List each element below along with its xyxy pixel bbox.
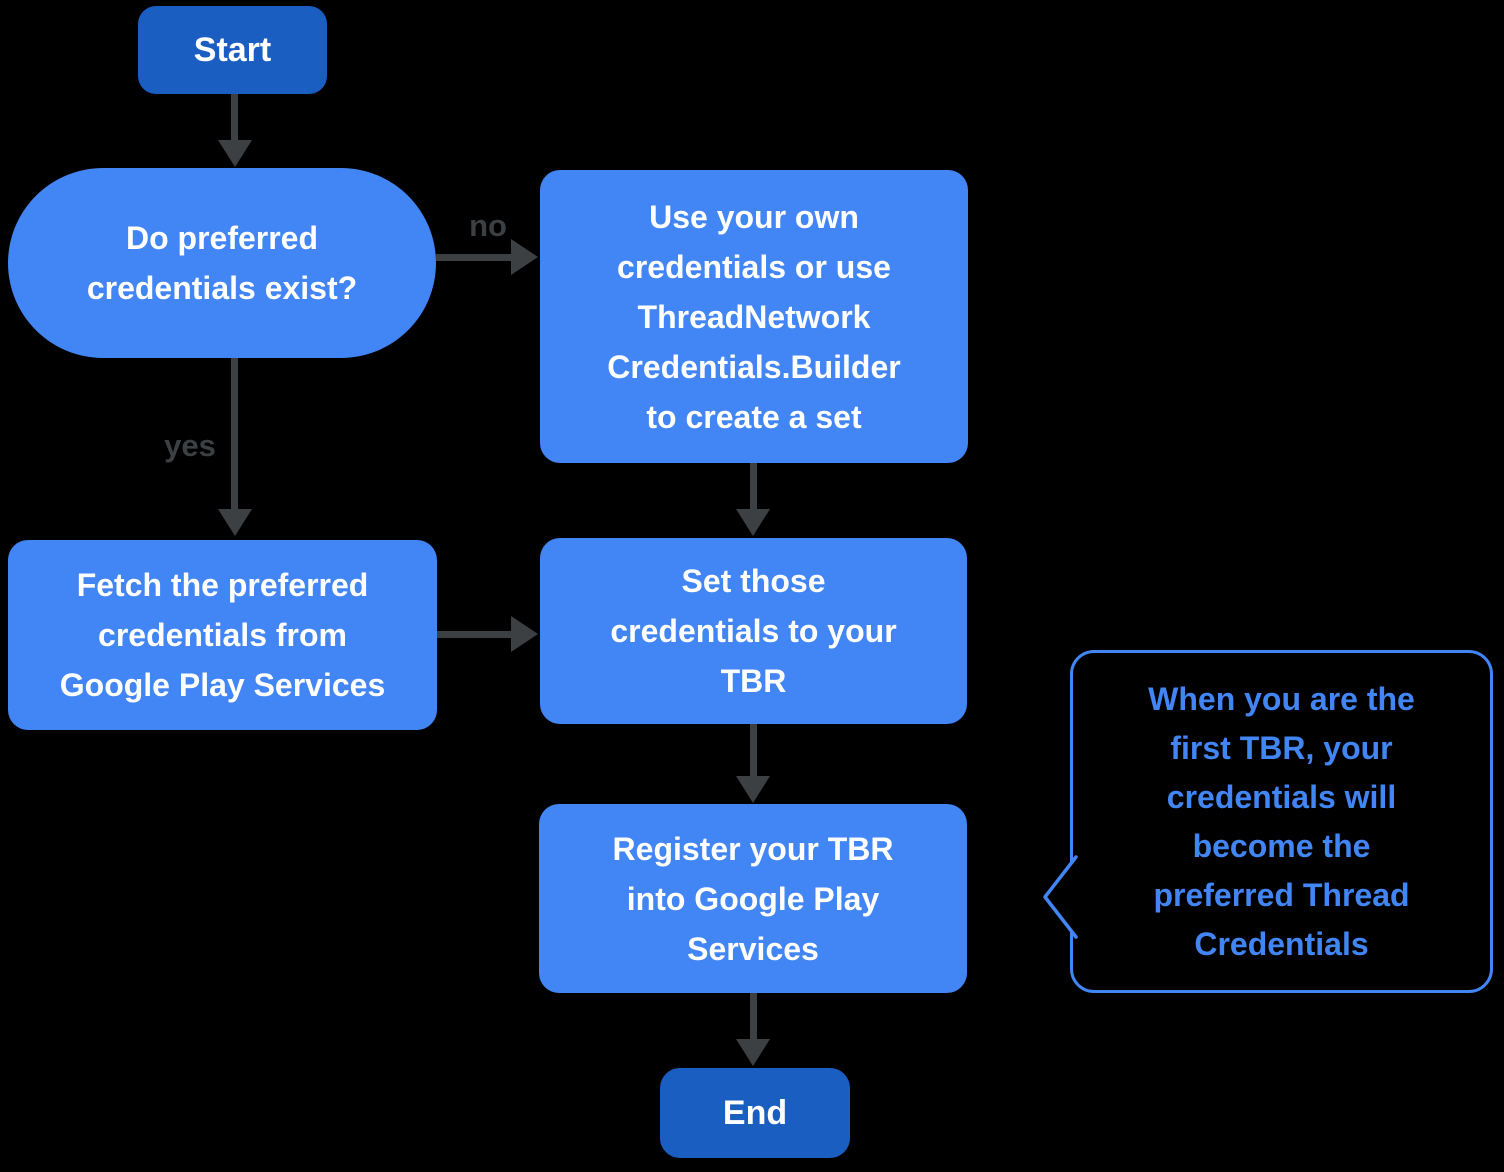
arrowhead-down-icon: [736, 1039, 770, 1066]
node-use-own-credentials: Use your own credentials or use ThreadNe…: [540, 170, 968, 463]
node-set-credentials: Set those credentials to your TBR: [540, 538, 967, 724]
node-start: Start: [138, 6, 327, 94]
arrowhead-down-icon: [218, 140, 252, 167]
arrowhead-down-icon: [218, 509, 252, 536]
edge-label-no: no: [469, 208, 507, 243]
arrow-line: [231, 358, 238, 510]
arrowhead-right-icon: [511, 239, 538, 275]
node-register-tbr: Register your TBR into Google Play Servi…: [539, 804, 967, 993]
edge-label-yes: yes: [164, 428, 216, 463]
arrow-line: [231, 94, 238, 141]
callout-tail-outline: [1043, 855, 1078, 939]
node-end: End: [660, 1068, 850, 1158]
arrow-line: [750, 724, 757, 777]
node-decision: Do preferred credentials exist?: [8, 168, 436, 358]
arrowhead-right-icon: [511, 616, 538, 652]
arrow-line: [437, 631, 512, 638]
arrow-line: [750, 993, 757, 1040]
callout-note: When you are the first TBR, your credent…: [1070, 650, 1493, 993]
arrowhead-down-icon: [736, 509, 770, 536]
arrow-line: [436, 254, 512, 261]
arrow-line: [750, 463, 757, 510]
callout-tail-icon: [1043, 855, 1078, 939]
arrowhead-down-icon: [736, 776, 770, 803]
node-fetch-credentials: Fetch the preferred credentials from Goo…: [8, 540, 437, 730]
